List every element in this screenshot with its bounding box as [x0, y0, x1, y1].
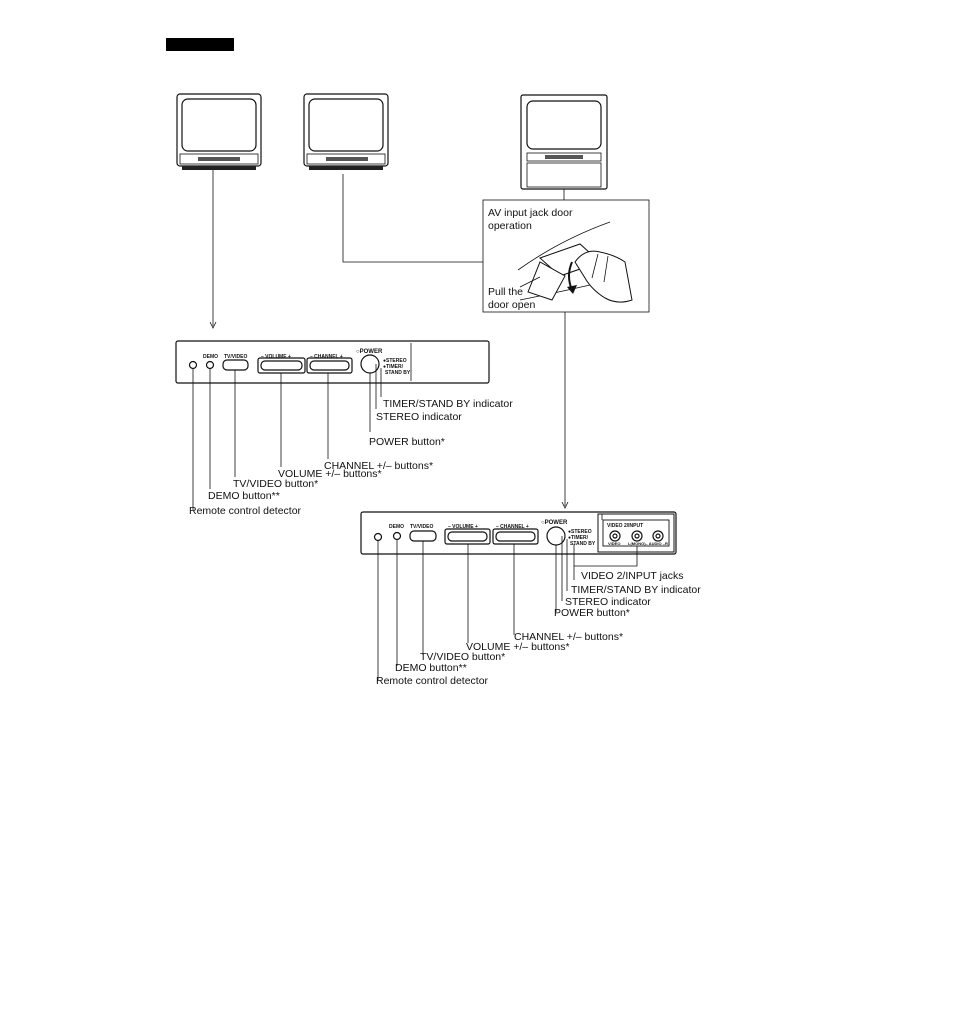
label-a-demo: DEMO button** [208, 490, 280, 502]
tv-illustration-2 [303, 93, 389, 170]
label-b-remote: Remote control detector [376, 675, 489, 687]
callout-title-1: AV input jack door [488, 207, 573, 219]
label-b-channel: CHANNEL +/– buttons* [514, 631, 623, 643]
stereo-ind-label-a: ●STEREO [383, 358, 407, 364]
demo-button-b[interactable] [392, 531, 402, 541]
jack-title-b: VIDEO 2/INPUT [607, 523, 643, 529]
standby-ind-label-a: STAND BY [385, 370, 411, 376]
label-b-stereo: STEREO indicator [565, 596, 651, 608]
label-a-channel: CHANNEL +/– buttons* [324, 460, 433, 472]
section-header-bar [166, 38, 234, 51]
channel-label-b: – CHANNEL + [496, 524, 529, 530]
label-a-timer: TIMER/STAND BY indicator [383, 398, 513, 410]
callout-pull-2: door open [488, 299, 535, 311]
power-label-a: ○POWER [356, 349, 383, 355]
control-panel-b: DEMO TV/VIDEO – VOLUME + – CHANNEL + ○PO… [360, 511, 677, 680]
label-a-tvvideo: TV/VIDEO button* [233, 478, 318, 490]
tv-illustration-3 [520, 94, 608, 200]
tvvideo-button-a[interactable] [222, 359, 249, 371]
volume-label-b: – VOLUME + [448, 524, 478, 530]
jack-audio-label: L(MONO)– AUDIO –R [628, 541, 668, 546]
control-panel-a: DEMO TV/VIDEO – VOLUME + – CHANNEL + ○PO… [175, 340, 490, 510]
label-a-stereo: STEREO indicator [376, 411, 462, 423]
volume-label-a: – VOLUME + [261, 354, 291, 360]
label-a-power: POWER button* [369, 436, 445, 448]
tvvideo-label-a: TV/VIDEO [224, 354, 247, 360]
door-sketch [517, 221, 633, 303]
tvvideo-label-b: TV/VIDEO [410, 524, 433, 530]
av-door-callout: AV input jack door operation Pull the do… [482, 199, 650, 313]
demo-label-b: DEMO [389, 524, 404, 530]
remote-detector-a [188, 360, 198, 370]
label-b-tvvideo: TV/VIDEO button* [420, 651, 505, 663]
label-a-volume: VOLUME +/– buttons* [278, 468, 382, 480]
label-b-volume: VOLUME +/– buttons* [466, 641, 570, 653]
label-b-video2: VIDEO 2/INPUT jacks [581, 570, 684, 582]
callout-title-2: operation [488, 220, 532, 232]
tvvideo-button-b[interactable] [409, 530, 437, 542]
stereo-ind-label-b: ●STEREO [568, 529, 592, 535]
label-a-remote: Remote control detector [189, 505, 302, 517]
demo-label-a: DEMO [203, 354, 218, 360]
label-b-timer: TIMER/STAND BY indicator [571, 584, 701, 596]
tv-illustration-1 [176, 93, 262, 170]
callout-pull-1: Pull the [488, 286, 523, 298]
timer-ind-label-a: ●TIMER/ [383, 364, 404, 370]
timer-ind-label-b: ●TIMER/ [568, 535, 589, 541]
channel-label-a: – CHANNEL + [310, 354, 343, 360]
demo-button-a[interactable] [205, 360, 215, 370]
hand-icon [574, 250, 633, 303]
label-b-power: POWER button* [554, 607, 630, 619]
label-b-demo: DEMO button** [395, 662, 467, 674]
remote-detector-b [373, 532, 383, 542]
jack-video-label: VIDEO [608, 541, 620, 546]
standby-ind-label-b: STAND BY [570, 541, 596, 547]
power-label-b: ○POWER [541, 520, 568, 526]
